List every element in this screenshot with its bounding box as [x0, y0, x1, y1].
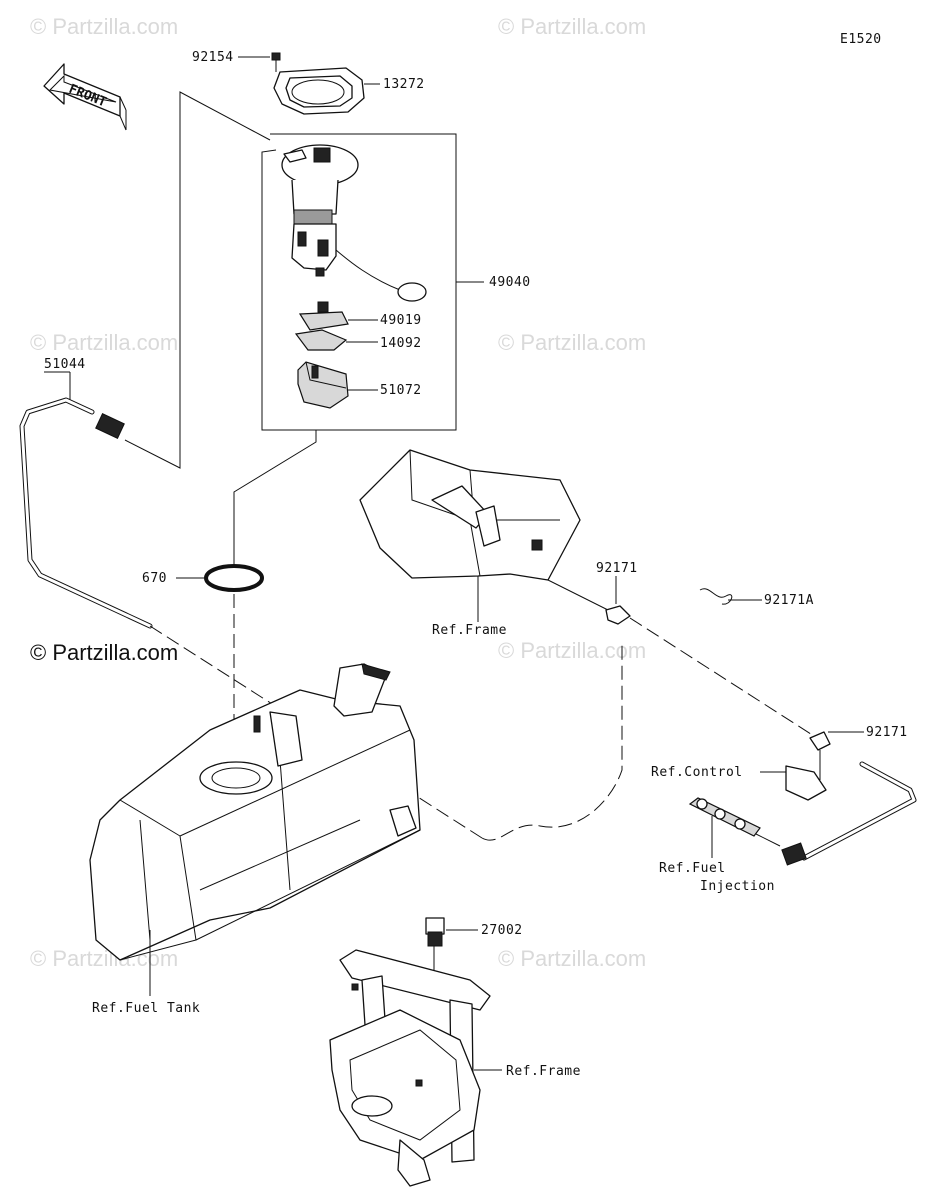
label-92171-lower: 92171 [866, 725, 908, 740]
oring-670 [176, 564, 264, 592]
control-bracket [760, 765, 827, 801]
label-14092: 14092 [380, 336, 422, 351]
part-51072 [297, 361, 378, 409]
watermark: © Partzilla.com [498, 14, 646, 39]
plate-13272 [273, 67, 380, 115]
frame-upper [359, 449, 581, 622]
label-51044: 51044 [44, 357, 86, 372]
watermark-main: © Partzilla.com [30, 640, 178, 665]
label-49040: 49040 [489, 275, 531, 290]
ref-fuel-injection-2: Injection [700, 879, 775, 894]
label-13272: 13272 [383, 77, 425, 92]
label-27002: 27002 [481, 923, 523, 938]
watermark: © Partzilla.com [498, 330, 646, 355]
ref-frame-upper: Ref.Frame [432, 623, 507, 638]
clamp-92171-upper [605, 576, 631, 625]
label-670: 670 [142, 571, 167, 586]
filter-49019 [298, 301, 378, 331]
watermarks: © Partzilla.com © Partzilla.com © Partzi… [30, 14, 646, 971]
bolt-92154 [238, 52, 281, 72]
watermark: © Partzilla.com [30, 946, 178, 971]
ref-control: Ref.Control [651, 765, 743, 780]
hose-51044 [19, 371, 153, 629]
watermark: © Partzilla.com [498, 638, 646, 663]
watermark: © Partzilla.com [498, 946, 646, 971]
ref-fuel-tank: Ref.Fuel Tank [92, 1001, 200, 1016]
watermark: © Partzilla.com [30, 14, 178, 39]
label-92171A: 92171A [764, 593, 814, 608]
label-49019: 49019 [380, 313, 422, 328]
clip-92171A [699, 588, 762, 605]
part-14092 [294, 329, 378, 351]
frame-lower [329, 949, 502, 1187]
label-92171-upper: 92171 [596, 561, 638, 576]
label-92154: 92154 [192, 50, 234, 65]
fuel-tank [89, 663, 421, 996]
hose-injection [781, 761, 917, 866]
fuel-injection-rail [688, 797, 781, 858]
ref-fuel-injection-1: Ref.Fuel [659, 861, 726, 876]
fuel-pump [281, 144, 427, 302]
front-arrow-icon: FRONT [43, 63, 127, 131]
relay-27002 [425, 917, 478, 990]
diagram-code: E1520 [840, 32, 882, 47]
watermark: © Partzilla.com [30, 330, 178, 355]
label-51072: 51072 [380, 383, 422, 398]
ref-frame-lower: Ref.Frame [506, 1064, 581, 1079]
clamp-92171-lower [809, 731, 864, 780]
